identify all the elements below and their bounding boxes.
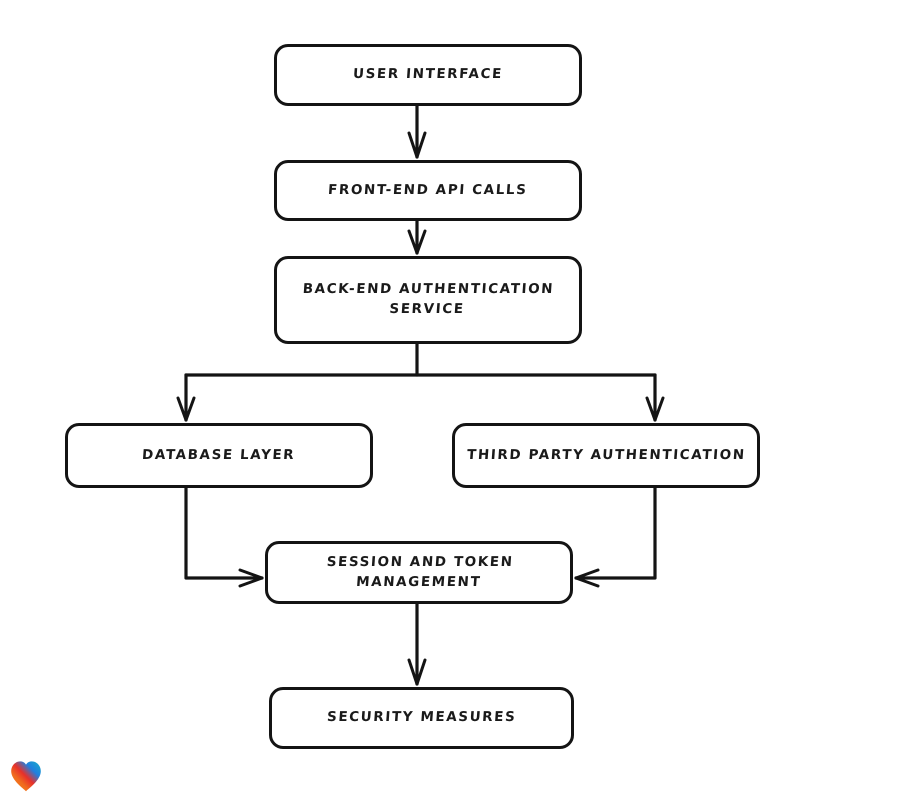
edge-backend-auth-to-database-layer (176, 373, 196, 422)
node-third-party-authentication-label: Third Party Authentication (466, 446, 746, 463)
edge-backend-auth-split-trunk (184, 342, 657, 377)
heart-icon (11, 761, 41, 792)
node-security-measures[interactable]: Security Measures (269, 687, 574, 749)
node-user-interface[interactable]: User Interface (274, 44, 582, 106)
node-frontend-api-calls[interactable]: Front-End API Calls (274, 160, 582, 221)
node-third-party-authentication[interactable]: Third Party Authentication (452, 423, 760, 488)
node-user-interface-label: User Interface (352, 66, 504, 83)
node-backend-authentication-service[interactable]: Back-End Authentication Service (274, 256, 582, 344)
node-security-measures-label: Security Measures (326, 709, 517, 726)
node-session-and-token-management-label: Session and Token Management (325, 553, 514, 590)
edge-third-party-auth-to-session-token (574, 486, 657, 588)
edge-user-interface-to-frontend-api (407, 104, 427, 159)
edge-session-token-to-security-measures (407, 602, 427, 686)
node-frontend-api-calls-label: Front-End API Calls (327, 181, 529, 198)
node-database-layer[interactable]: Database Layer (65, 423, 373, 488)
node-backend-authentication-service-label: Back-End Authentication Service (302, 281, 555, 317)
node-database-layer-label: Database Layer (141, 446, 297, 463)
edge-database-layer-to-session-token (184, 486, 264, 588)
edge-frontend-api-to-backend-auth (407, 219, 427, 255)
node-session-and-token-management[interactable]: Session and Token Management (265, 541, 573, 604)
edge-backend-auth-to-third-party-auth (645, 373, 665, 422)
